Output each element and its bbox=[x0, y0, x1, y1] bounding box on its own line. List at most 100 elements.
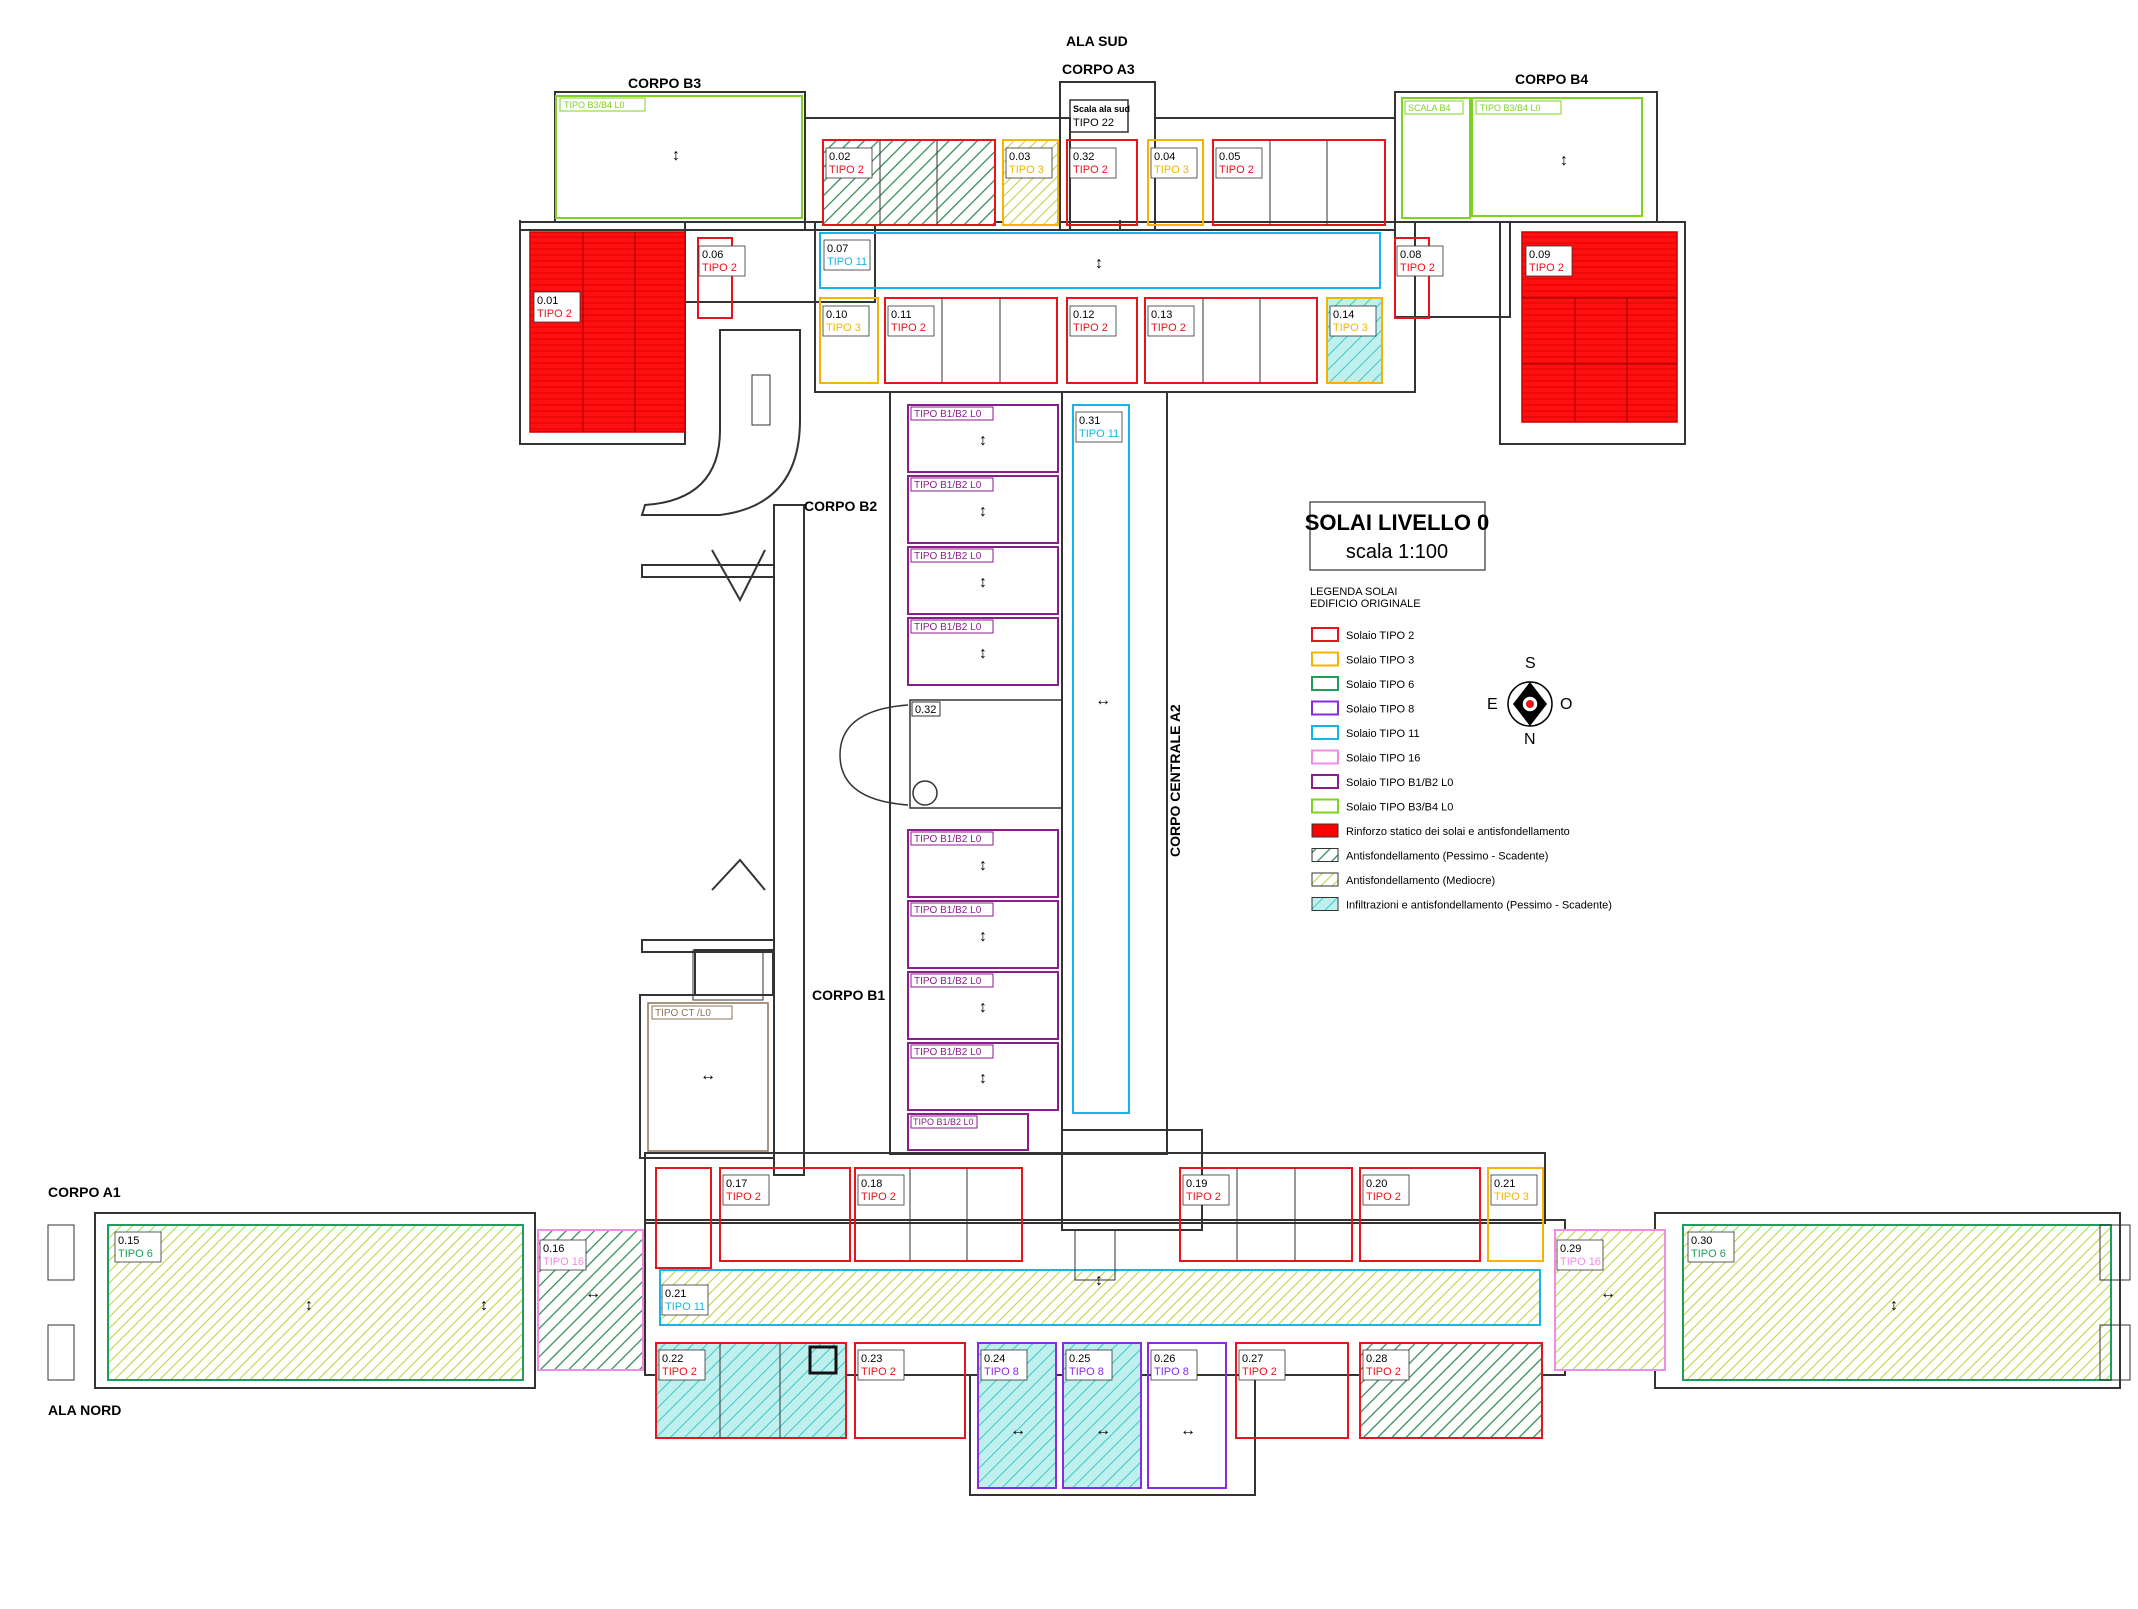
arrow-symbol: ↔ bbox=[1180, 1422, 1196, 1439]
label-corpo-b3: CORPO B3 bbox=[628, 75, 701, 91]
legend-swatch bbox=[1311, 897, 1339, 911]
wing-labels: ALA SUD CORPO A3 CORPO B3 CORPO B4 CORPO… bbox=[48, 33, 1588, 1418]
room-label-box bbox=[1182, 1174, 1230, 1206]
arrow-symbol: ↕ bbox=[979, 857, 987, 874]
corpo-b3-area: TIPO B3/B4 L0 TIPO B3/B4 L0 SCALA B4 bbox=[555, 95, 1643, 219]
legend-swatch bbox=[1311, 700, 1339, 716]
room-type: TIPO 2 bbox=[1219, 164, 1254, 176]
room-032b-number: 0.32 bbox=[915, 704, 936, 716]
room-011 bbox=[884, 297, 1058, 384]
room-number: 0.27 bbox=[1242, 1353, 1263, 1365]
room-number: 0.32 bbox=[1073, 151, 1094, 163]
room-number: 0.03 bbox=[1009, 151, 1030, 163]
room-label-box bbox=[857, 1174, 905, 1206]
room-ct bbox=[647, 1002, 769, 1152]
room-type: TIPO 3 bbox=[1494, 1191, 1529, 1203]
label-corpo-a1: CORPO A1 bbox=[48, 1184, 121, 1200]
stair-north-right bbox=[2099, 1224, 2131, 1281]
legend-swatch bbox=[1311, 749, 1339, 765]
room-label-box bbox=[698, 245, 746, 277]
room-023 bbox=[854, 1342, 966, 1439]
arrow-symbol: ↔ bbox=[1010, 1422, 1026, 1439]
slab-arrows: ↕ ↕ ↕ ↕ ↕ ↕ ↕ ↕ ↕ ↕ ↕ ↔ ↕ ↕ ↕ ↕ ↔ ↔ ↔ ↔ … bbox=[305, 147, 1898, 1439]
room-label-box bbox=[1150, 147, 1198, 179]
room-022-stair bbox=[808, 1345, 838, 1375]
room-032b bbox=[909, 699, 1063, 809]
room-label-box bbox=[857, 1349, 905, 1381]
room-type: TIPO 2 bbox=[537, 308, 572, 320]
room-number: 0.09 bbox=[1529, 249, 1550, 261]
room-label-box bbox=[825, 147, 873, 179]
room-b3-type: TIPO B3/B4 L0 bbox=[564, 100, 625, 110]
room-006 bbox=[697, 237, 733, 319]
room-number: 0.13 bbox=[1151, 309, 1172, 321]
room-type: TIPO 2 bbox=[726, 1191, 761, 1203]
label-scala-ala-sud: Scala ala sud bbox=[1073, 104, 1130, 114]
room-b2-1-type: TIPO B1/B2 L0 bbox=[914, 409, 982, 420]
room-b2-2 bbox=[907, 475, 1059, 544]
label-corpo-centrale: CORPO CENTRALE A2 bbox=[1167, 704, 1183, 857]
room-label-box bbox=[539, 1239, 587, 1271]
label-ala-sud: ALA SUD bbox=[1066, 33, 1128, 49]
room-type: TIPO 3 bbox=[1009, 164, 1044, 176]
room-type: TIPO 2 bbox=[829, 164, 864, 176]
stair-ct bbox=[692, 949, 764, 1001]
title-main: SOLAI LIVELLO 0 bbox=[1305, 510, 1490, 535]
wall-outline bbox=[711, 549, 766, 603]
arrow-symbol: ↕ bbox=[305, 1297, 313, 1314]
legend-heading-2: EDIFICIO ORIGINALE bbox=[1310, 598, 1421, 610]
legend-item-label: Solaio TIPO 6 bbox=[1346, 679, 1414, 691]
arrow-symbol: ↕ bbox=[979, 1070, 987, 1087]
wall-outline bbox=[644, 1152, 1546, 1224]
room-b2-4-type: TIPO B1/B2 L0 bbox=[914, 622, 982, 633]
arrow-symbol: ↕ bbox=[1095, 1272, 1103, 1289]
legend-swatch bbox=[1311, 823, 1339, 838]
room-030 bbox=[1682, 1224, 2112, 1381]
room-b1-3-type: TIPO B1/B2 L0 bbox=[914, 976, 982, 987]
room-type: TIPO 2 bbox=[1242, 1366, 1277, 1378]
room-number: 0.21 bbox=[1494, 1178, 1515, 1190]
room-type: TIPO 8 bbox=[984, 1366, 1019, 1378]
room-number: 0.26 bbox=[1154, 1353, 1175, 1365]
room-number: 0.25 bbox=[1069, 1353, 1090, 1365]
room-label-box bbox=[823, 239, 871, 271]
room-stair-left bbox=[655, 1167, 712, 1269]
arrow-symbol: ↕ bbox=[1890, 1297, 1898, 1314]
legend-swatch bbox=[1311, 872, 1339, 887]
room-type: TIPO 3 bbox=[826, 322, 861, 334]
compass: S E O N bbox=[1487, 655, 1572, 748]
room-label-box bbox=[911, 701, 941, 717]
wall-outline bbox=[1499, 221, 1686, 445]
room-label-box bbox=[1329, 305, 1377, 337]
room-label-box bbox=[1404, 100, 1464, 115]
room-031 bbox=[1072, 404, 1130, 1114]
wall-outline bbox=[694, 949, 774, 996]
room-label-box bbox=[887, 305, 935, 337]
room-b1-4-type: TIPO B1/B2 L0 bbox=[914, 1047, 982, 1058]
room-label-box bbox=[658, 1349, 706, 1381]
arrow-symbol: ↔ bbox=[1095, 692, 1111, 709]
arrow-symbol: ↕ bbox=[672, 147, 680, 164]
room-type: TIPO 2 bbox=[1186, 1191, 1221, 1203]
rinforzo-areas bbox=[529, 231, 1678, 433]
room-label-box bbox=[1238, 1349, 1286, 1381]
compass-n: N bbox=[1524, 731, 1536, 748]
room-b4-type: TIPO B3/B4 L0 bbox=[1480, 103, 1541, 113]
arrow-symbol: ↔ bbox=[585, 1285, 601, 1302]
room-b4 bbox=[1471, 97, 1643, 217]
wall-outline bbox=[1061, 391, 1168, 1155]
room-type: TIPO 2 bbox=[1073, 164, 1108, 176]
room-type: TIPO 2 bbox=[891, 322, 926, 334]
room-type: TIPO 2 bbox=[861, 1191, 896, 1203]
room-020 bbox=[1359, 1167, 1481, 1262]
room-019 bbox=[1179, 1167, 1353, 1262]
